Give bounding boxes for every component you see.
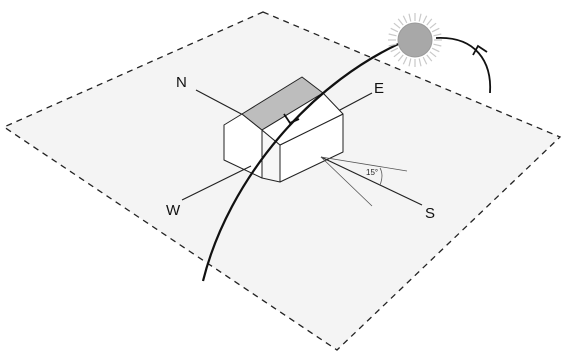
west-axis bbox=[181, 165, 252, 201]
sun-ray bbox=[397, 18, 404, 26]
east-label: E bbox=[374, 80, 384, 97]
sun-ray bbox=[422, 15, 428, 24]
sun-icon bbox=[388, 13, 442, 67]
sun-ray bbox=[390, 47, 399, 53]
sun-ray bbox=[390, 27, 399, 33]
sun-ray bbox=[397, 54, 404, 62]
south-label: S bbox=[425, 205, 435, 222]
sun-ray bbox=[433, 43, 442, 47]
east-axis bbox=[337, 92, 373, 112]
sun-path-return bbox=[435, 37, 491, 94]
angle-arc bbox=[379, 167, 383, 186]
sun-disc bbox=[397, 22, 433, 58]
south-axis bbox=[320, 156, 423, 206]
sun-ray bbox=[402, 56, 408, 65]
sun-ray bbox=[402, 15, 408, 24]
angle-ray-upper bbox=[320, 156, 408, 172]
angle-ray-lower bbox=[320, 156, 373, 207]
north-axis bbox=[195, 89, 248, 118]
sun-ray bbox=[393, 22, 401, 29]
sun-ray bbox=[393, 51, 401, 58]
sun-ray bbox=[418, 58, 422, 67]
sun-ray bbox=[388, 33, 397, 37]
west-label: W bbox=[166, 202, 181, 219]
north-label: N bbox=[176, 74, 187, 91]
sun-ray bbox=[408, 58, 412, 67]
house bbox=[223, 76, 344, 183]
angle-label: 15° bbox=[366, 168, 378, 177]
sun-ray bbox=[426, 18, 433, 26]
sun-ray bbox=[422, 56, 428, 65]
sun-ray bbox=[431, 27, 440, 33]
sun-ray bbox=[429, 22, 437, 29]
sun-ray bbox=[429, 51, 437, 58]
sun-ray bbox=[433, 33, 442, 37]
sun-ray bbox=[408, 13, 412, 22]
sun-ray bbox=[388, 43, 397, 47]
sun-ray bbox=[431, 47, 440, 53]
arrow-head-icon bbox=[472, 44, 488, 56]
sun-path-arc bbox=[201, 36, 413, 282]
arrow-head-icon bbox=[283, 113, 300, 125]
sun-ray bbox=[418, 13, 422, 22]
sun-ray bbox=[426, 54, 433, 62]
